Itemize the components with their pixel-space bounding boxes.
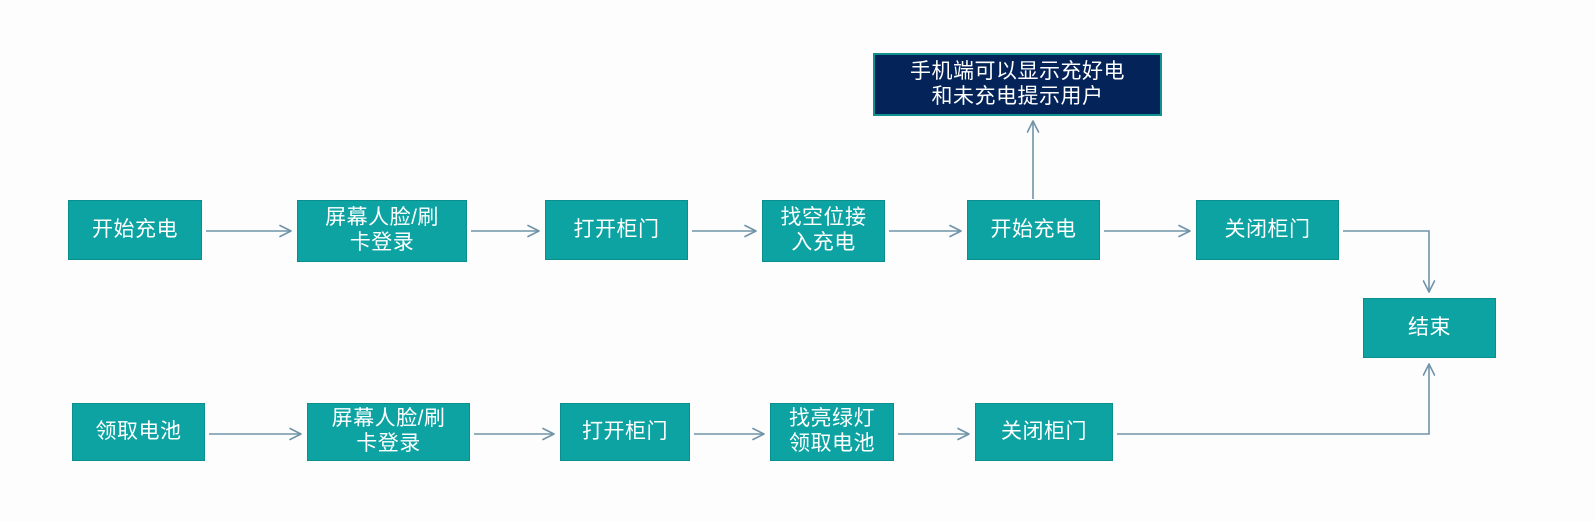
edge-n4-to-n5 (889, 224, 962, 238)
arrowhead (289, 427, 302, 441)
arrowhead (542, 427, 555, 441)
flow-node-n3[interactable]: 打开柜门 (545, 200, 688, 260)
flow-node-n2[interactable]: 屏幕人脸/刷 卡登录 (297, 200, 467, 262)
arrowhead (949, 224, 962, 238)
flow-node-n4[interactable]: 找空位接 入充电 (762, 200, 885, 262)
edge-n6-to-end (1343, 230, 1436, 293)
edge-n3-to-n4 (692, 224, 757, 238)
flow-node-m4[interactable]: 找亮绿灯 领取电池 (770, 403, 894, 461)
flow-node-m5[interactable]: 关闭柜门 (975, 403, 1113, 461)
edge-m4-to-m5 (898, 427, 970, 441)
flow-node-m2[interactable]: 屏幕人脸/刷 卡登录 (307, 403, 470, 461)
arrowhead (744, 224, 757, 238)
arrowhead (279, 224, 292, 238)
arrowhead (1422, 363, 1436, 376)
arrowhead (1178, 224, 1191, 238)
arrowhead (752, 427, 765, 441)
flow-node-n1[interactable]: 开始充电 (68, 200, 202, 260)
arrowhead (1026, 120, 1040, 133)
arrowhead (1422, 280, 1436, 293)
arrowhead (527, 224, 540, 238)
edge-n2-to-n3 (471, 224, 540, 238)
flow-node-m1[interactable]: 领取电池 (72, 403, 205, 461)
flow-node-n6[interactable]: 关闭柜门 (1196, 200, 1339, 260)
edge-m1-to-m2 (209, 427, 302, 441)
flow-node-note[interactable]: 手机端可以显示充好电 和未充电提示用户 (873, 53, 1162, 116)
flow-node-m3[interactable]: 打开柜门 (560, 403, 690, 461)
edge-m3-to-m4 (694, 427, 765, 441)
edge-n5-to-note (1026, 120, 1040, 199)
edge-m2-to-m3 (474, 427, 555, 441)
arrowhead (957, 427, 970, 441)
flow-node-n5[interactable]: 开始充电 (967, 200, 1100, 260)
edge-m5-to-end (1117, 363, 1436, 435)
flow-node-end[interactable]: 结束 (1363, 298, 1496, 358)
edge-n5-to-n6 (1104, 224, 1191, 238)
edge-n1-to-n2 (206, 224, 292, 238)
